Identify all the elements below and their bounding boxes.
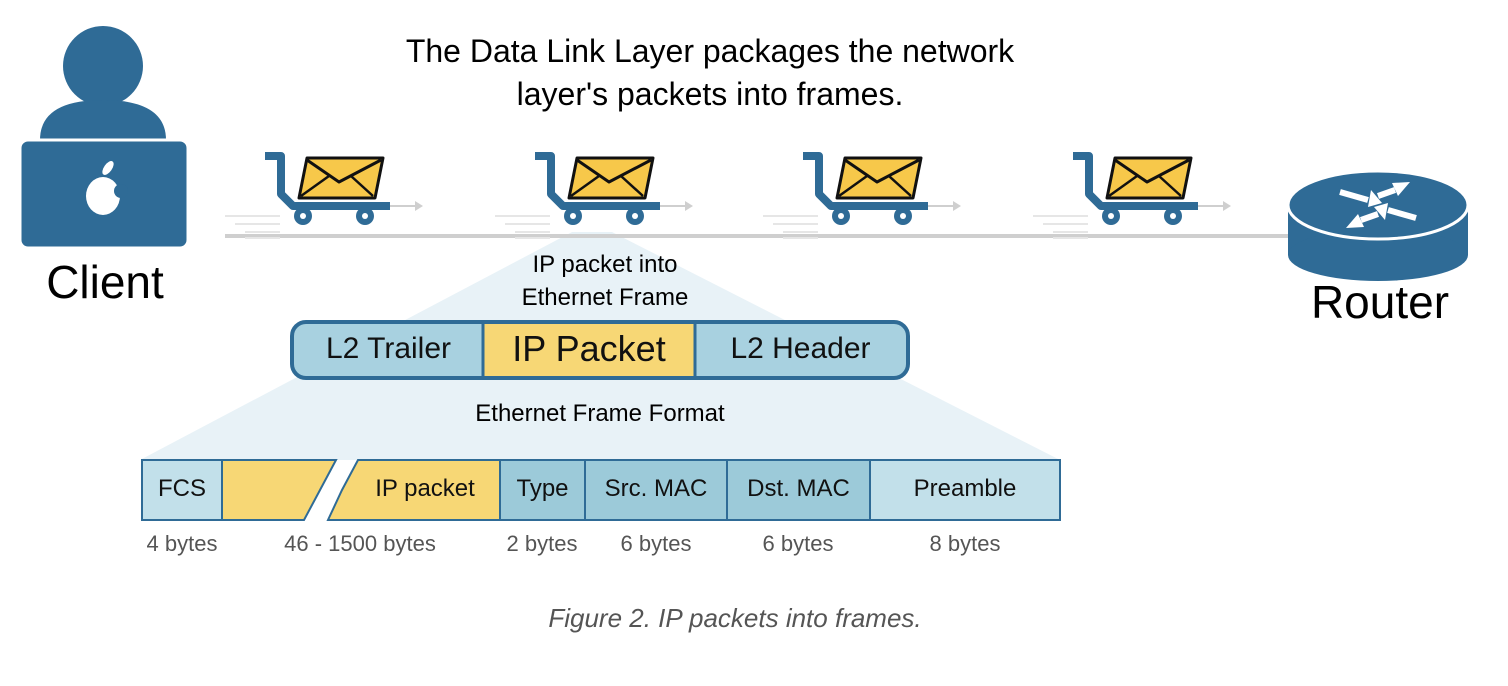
title-line-2: layer's packets into frames. — [516, 76, 904, 112]
field-fcs: FCS — [158, 475, 206, 502]
router-label: Router — [1310, 276, 1450, 328]
size-preamble: 8 bytes — [929, 531, 1001, 556]
l2-frame — [290, 320, 910, 380]
apple-icon — [86, 161, 128, 215]
field-type: Type — [516, 475, 569, 502]
cart-with-envelope-icon — [495, 156, 693, 238]
encapsulation-label-line-2: Ethernet Frame — [521, 284, 689, 311]
cart-with-envelope-icon — [225, 156, 423, 238]
field-src-mac: Src. MAC — [604, 475, 708, 502]
size-type: 2 bytes — [506, 531, 578, 556]
l2-header-label: L2 Header — [730, 332, 871, 365]
title-line-1: The Data Link Layer packages the network — [405, 33, 1015, 69]
field-ip-packet: IP packet — [375, 475, 475, 502]
ip-packet-label: IP Packet — [512, 328, 666, 369]
figure-caption: Figure 2. IP packets into frames. — [548, 603, 922, 633]
router-icon — [1286, 169, 1470, 281]
encapsulation-label: IP packet into Ethernet Frame — [440, 248, 770, 314]
field-dst-mac: Dst. MAC — [747, 475, 850, 502]
size-ip-packet: 46 - 1500 bytes — [284, 531, 436, 556]
encapsulation-label-line-1: IP packet into — [532, 251, 678, 278]
cart-with-envelope-icon — [1033, 156, 1231, 238]
size-dst-mac: 6 bytes — [762, 531, 834, 556]
cart-with-envelope-icon — [763, 156, 961, 238]
size-src-mac: 6 bytes — [620, 531, 692, 556]
ethernet-frame-format — [141, 459, 1061, 521]
client-label: Client — [46, 256, 164, 308]
l2-trailer-label: L2 Trailer — [325, 332, 452, 365]
frame-format-label: Ethernet Frame Format — [475, 400, 725, 427]
size-fcs: 4 bytes — [146, 531, 218, 556]
field-preamble: Preamble — [913, 475, 1017, 502]
user-laptop-icon — [18, 26, 190, 250]
diagram-title: The Data Link Layer packages the network… — [300, 30, 1120, 116]
